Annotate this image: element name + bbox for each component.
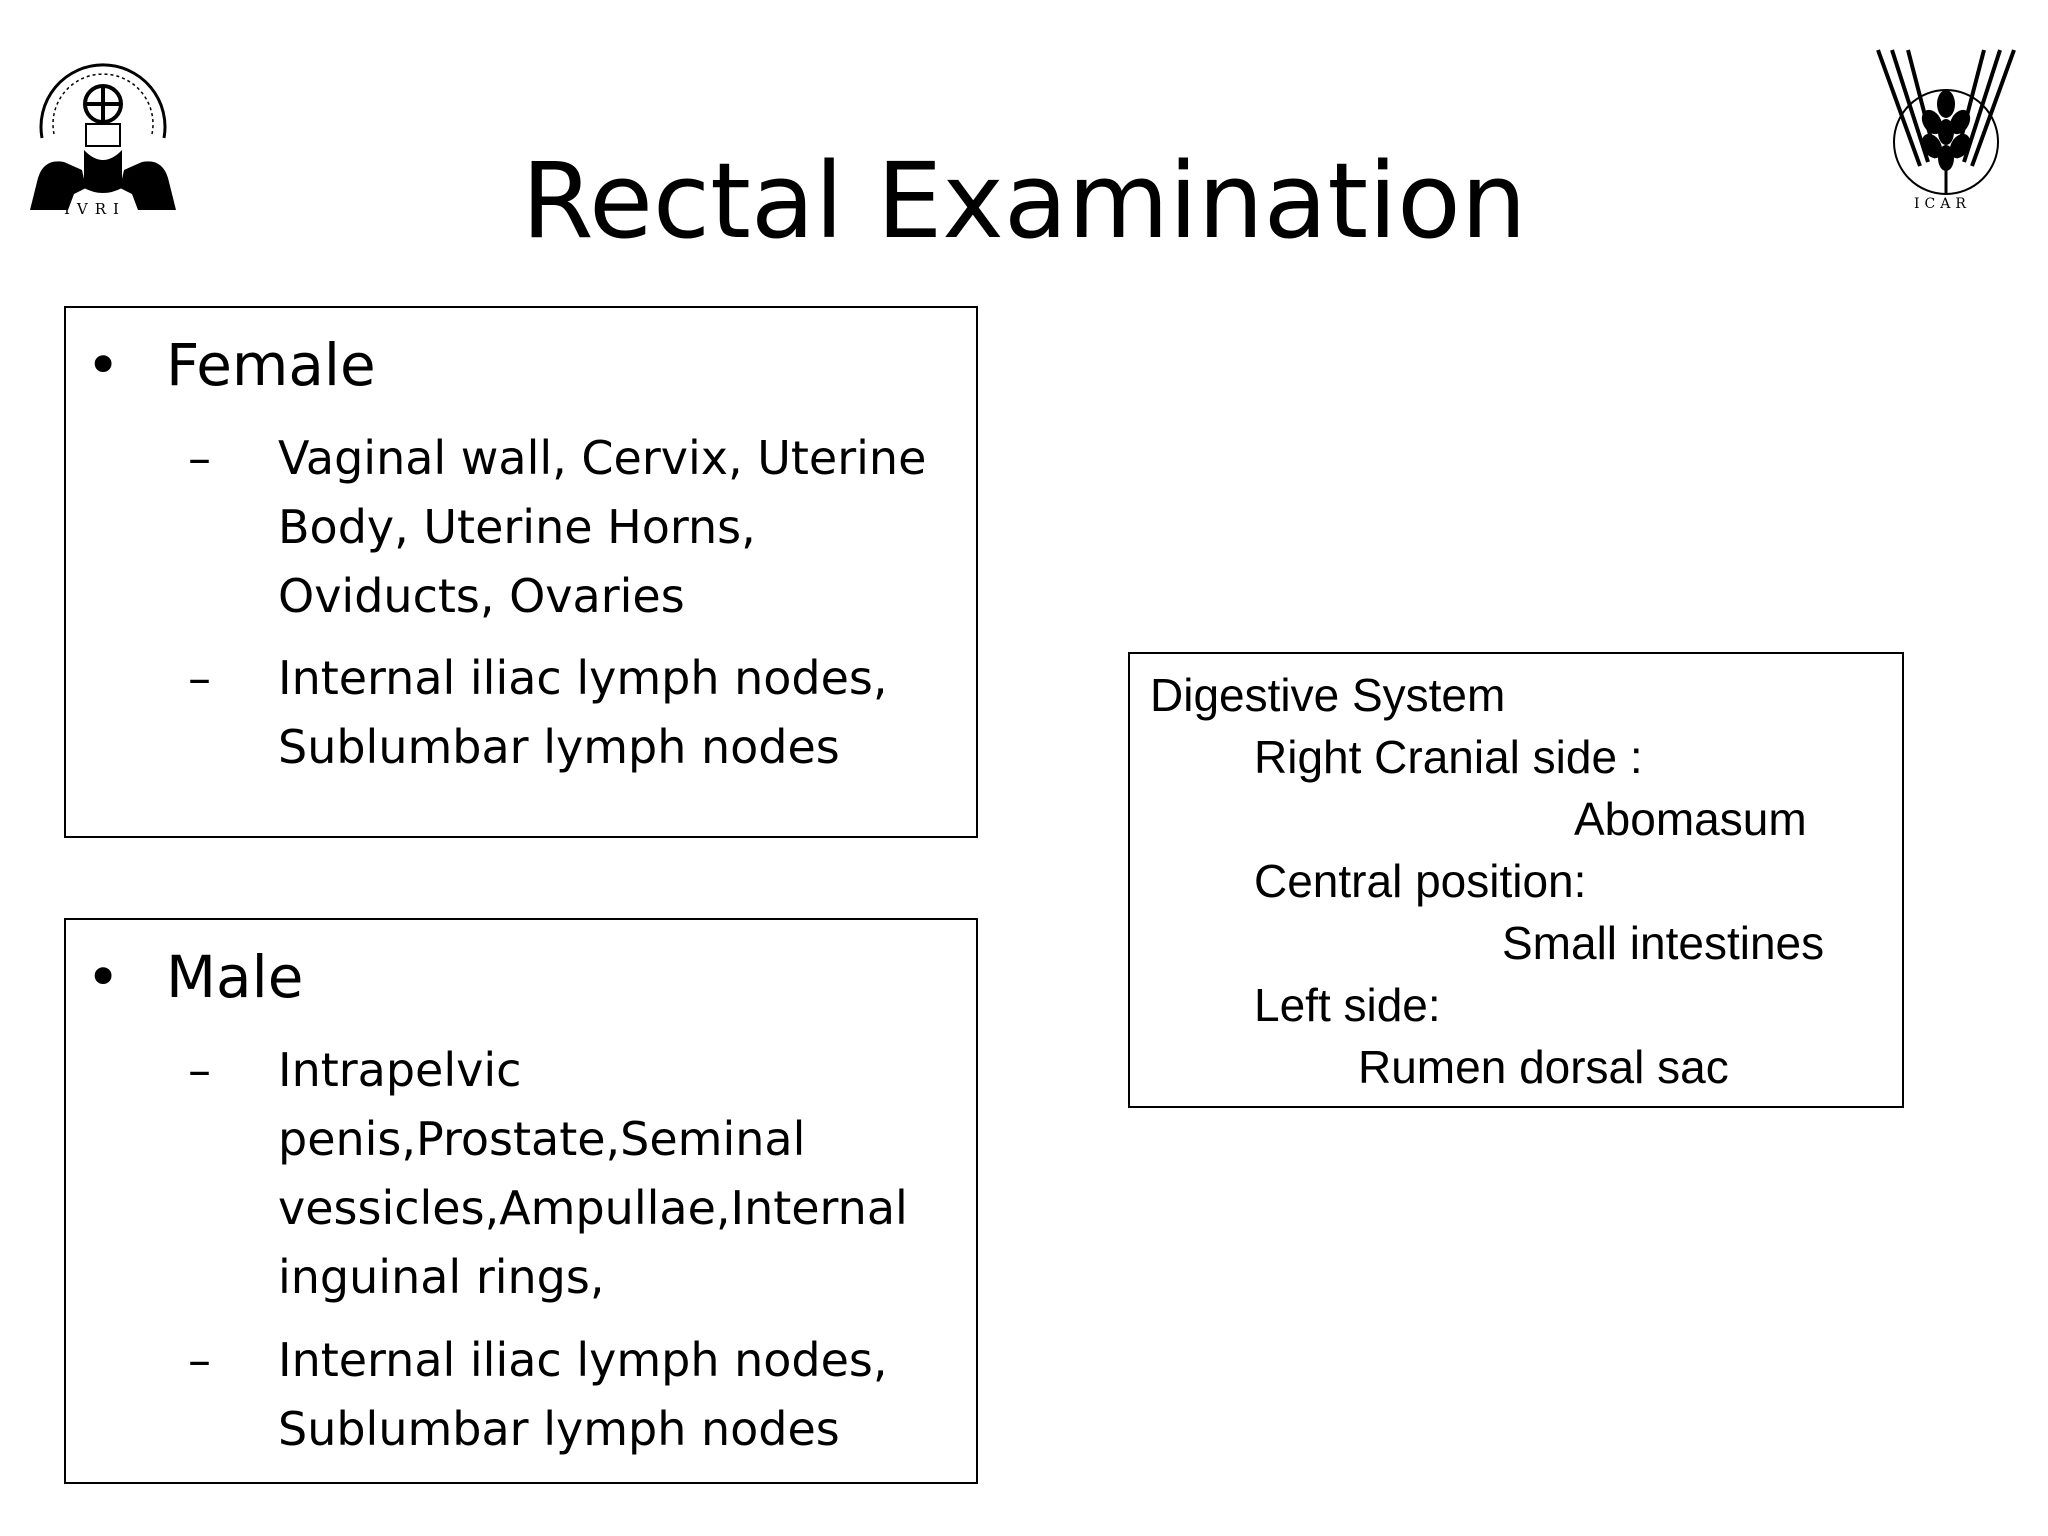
dash-icon: – [188,1333,211,1387]
male-box: • Male – Intrapelvic penis,Prostate,Semi… [64,918,978,1484]
female-box: • Female – Vaginal wall, Cervix, Uterine… [64,306,978,838]
ivri-caption: IVRI [64,200,126,218]
digestive-heading: Digestive System [1150,669,1506,721]
digestive-system-box: Digestive System Right Cranial side : Ab… [1128,652,1904,1108]
male-item-2-text: Internal iliac lymph nodes, Sublumbar ly… [278,1333,888,1456]
icar-logo: ICAR [1868,46,2018,220]
slide-title: Rectal Examination [521,140,1527,262]
ivri-emblem-icon [30,63,176,210]
left-side-label: Left side: [1254,979,1441,1031]
dash-icon: – [188,651,211,705]
right-cranial-value: Abomasum [1574,793,1807,845]
icar-caption: ICAR [1914,196,1971,212]
dash-icon: – [188,1043,211,1097]
central-label: Central position: [1254,855,1587,907]
bullet-dot-icon: • [86,331,121,399]
bullet-dot-icon: • [86,943,121,1011]
ivri-logo: IVRI [24,38,182,218]
female-heading: Female [166,331,376,399]
female-item-2-text: Internal iliac lymph nodes, Sublumbar ly… [278,651,888,774]
right-cranial-label: Right Cranial side : [1254,731,1643,783]
dash-icon: – [188,431,211,485]
central-value: Small intestines [1502,917,1825,969]
male-heading: Male [166,943,304,1011]
wheat-emblem-icon [1876,49,2016,195]
female-item-1-text: Vaginal wall, Cervix, Uterine Body, Uter… [278,431,927,623]
male-item-1-text: Intrapelvic penis,Prostate,Seminal vessi… [278,1043,908,1304]
left-side-value: Rumen dorsal sac [1358,1041,1729,1093]
